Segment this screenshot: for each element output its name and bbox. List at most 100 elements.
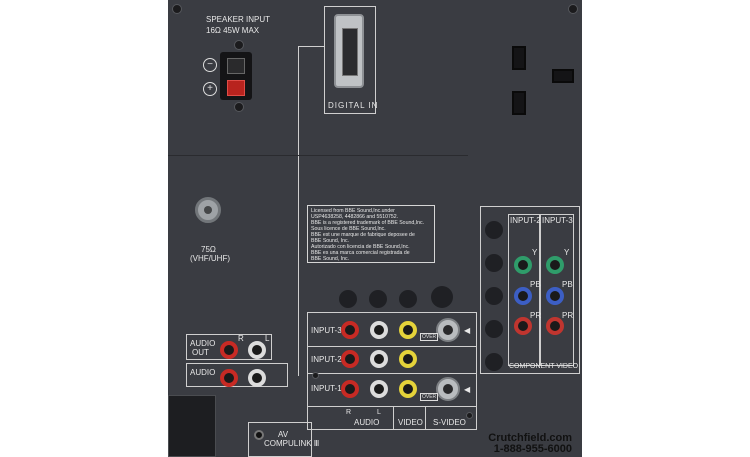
audio-out-label: AUDIO — [190, 339, 216, 348]
audio-label: AUDIO — [190, 368, 216, 377]
component-input2-label: INPUT-2 — [510, 216, 541, 225]
license-line: Sous licence de BBE Sound,Inc. — [311, 226, 386, 232]
audio-out-l-label: L — [265, 334, 270, 343]
screw — [234, 102, 244, 112]
component-input2-pb-jack[interactable] — [514, 287, 532, 305]
antenna-connector[interactable] — [195, 197, 221, 223]
component-y-label: Y — [532, 248, 538, 257]
component-video-label: COMPONENT VIDEO — [509, 363, 579, 370]
component-pr-label: PR — [562, 311, 574, 320]
screw — [172, 4, 182, 14]
audio-out-r-jack[interactable] — [220, 341, 238, 359]
input1-audio-l-jack[interactable] — [370, 380, 388, 398]
minus-symbol: − — [207, 59, 213, 70]
input1-label: INPUT-1 — [311, 384, 342, 393]
bottom-video-label: VIDEO — [398, 418, 423, 427]
input1-audio-r-jack[interactable] — [341, 380, 359, 398]
license-line: BBE est une marque de fabrique deposee d… — [311, 232, 415, 238]
antenna-ohm-label: 75Ω — [201, 245, 216, 254]
input1-svideo-jack[interactable] — [436, 377, 460, 401]
audio-out-frame — [186, 334, 272, 360]
input3-over-badge: OVER — [420, 333, 439, 341]
component-input3-pb-jack[interactable] — [546, 287, 564, 305]
input3-arrow-icon: ◀ — [464, 326, 471, 335]
vent-slot — [552, 69, 574, 83]
unused-hole — [485, 221, 503, 239]
input2-audio-r-jack[interactable] — [341, 350, 359, 368]
license-line: BBE is a registered trademark of BBE Sou… — [311, 220, 425, 226]
license-line: USP4638258, 4482866 and 5510752. — [311, 214, 399, 220]
screw — [234, 40, 244, 50]
bottom-audio-label: AUDIO — [354, 418, 380, 427]
vent-slot — [512, 46, 526, 70]
license-box: Licensed from BBE Sound,Inc.under USP463… — [307, 205, 435, 263]
input3-svideo-jack[interactable] — [436, 318, 460, 342]
speaker-input-spec: 16Ω 45W MAX — [206, 26, 260, 35]
component-input3-pr-jack[interactable] — [546, 317, 564, 335]
vent-slot — [512, 91, 526, 115]
input3-label: INPUT-3 — [311, 326, 342, 335]
component-input3-label: INPUT-3 — [542, 216, 573, 225]
av-compulink-label: AV — [278, 430, 289, 439]
svideo-pins — [443, 384, 453, 394]
license-line: BBE Sound, Inc. — [311, 238, 350, 244]
component-input3-frame — [540, 214, 574, 366]
input1-arrow-icon: ◀ — [464, 385, 471, 394]
watermark-site: Crutchfield.com — [488, 432, 572, 444]
av-compulink-label: COMPULINK Ⅲ — [264, 439, 320, 448]
audio-frame — [186, 363, 288, 387]
audio-out-l-jack[interactable] — [248, 341, 266, 359]
component-video-frame — [480, 206, 580, 374]
digital-in-label: DIGITAL IN — [328, 101, 379, 110]
over-text: OVER — [422, 394, 437, 400]
license-line: BBE Sound, Inc. — [311, 256, 350, 262]
speaker-terminal-black[interactable] — [227, 58, 245, 74]
license-line: Licensed from BBE Sound,Inc.under — [311, 208, 395, 214]
guide-line — [298, 46, 299, 376]
unused-hole — [399, 290, 417, 308]
audio-out-r-label: R — [238, 334, 244, 343]
component-pb-label: PB — [530, 280, 541, 289]
input1-over-badge: OVER — [420, 393, 439, 401]
component-pr-label: PR — [530, 311, 542, 320]
bottom-left-housing — [168, 395, 216, 457]
audio-r-jack[interactable] — [220, 369, 238, 387]
input2-label: INPUT-2 — [311, 355, 342, 364]
audio-l-jack[interactable] — [248, 369, 266, 387]
speaker-terminal-block — [220, 52, 252, 100]
svideo-column-divider — [425, 406, 426, 430]
over-text: OVER — [422, 334, 437, 340]
speaker-input-title: SPEAKER INPUT — [206, 15, 271, 24]
av-compulink-jack[interactable] — [254, 430, 264, 440]
input3-video-jack[interactable] — [399, 321, 417, 339]
unused-hole — [485, 254, 503, 272]
component-y-label: Y — [564, 248, 570, 257]
bottom-svideo-label: S-VIDEO — [433, 418, 466, 427]
unused-hole — [485, 287, 503, 305]
digital-in-frame — [324, 6, 376, 114]
video-column-divider — [393, 406, 394, 430]
unused-hole — [369, 290, 387, 308]
unused-hole — [485, 353, 503, 371]
speaker-plus-icon: + — [203, 82, 217, 96]
inputs-row-divider — [307, 346, 477, 347]
input2-video-jack[interactable] — [399, 350, 417, 368]
dvi-connector[interactable] — [334, 14, 364, 88]
screw — [312, 372, 319, 379]
input3-audio-r-jack[interactable] — [341, 321, 359, 339]
component-input3-y-jack[interactable] — [546, 256, 564, 274]
antenna-pin — [204, 206, 212, 214]
speaker-terminal-red[interactable] — [227, 80, 245, 96]
input2-audio-l-jack[interactable] — [370, 350, 388, 368]
panel-divider — [168, 155, 468, 457]
input1-video-jack[interactable] — [399, 380, 417, 398]
license-line: BBE es una marca comercial registrada de — [311, 250, 410, 256]
input3-audio-l-jack[interactable] — [370, 321, 388, 339]
component-input2-y-jack[interactable] — [514, 256, 532, 274]
unused-hole — [485, 320, 503, 338]
watermark-phone: 1-888-955-6000 — [493, 443, 572, 455]
component-input2-pr-jack[interactable] — [514, 317, 532, 335]
bottom-r-label: R — [346, 409, 352, 416]
tv-back-panel: SPEAKER INPUT 16Ω 45W MAX − + DIGITAL IN… — [168, 0, 582, 457]
plus-symbol: + — [207, 83, 213, 94]
